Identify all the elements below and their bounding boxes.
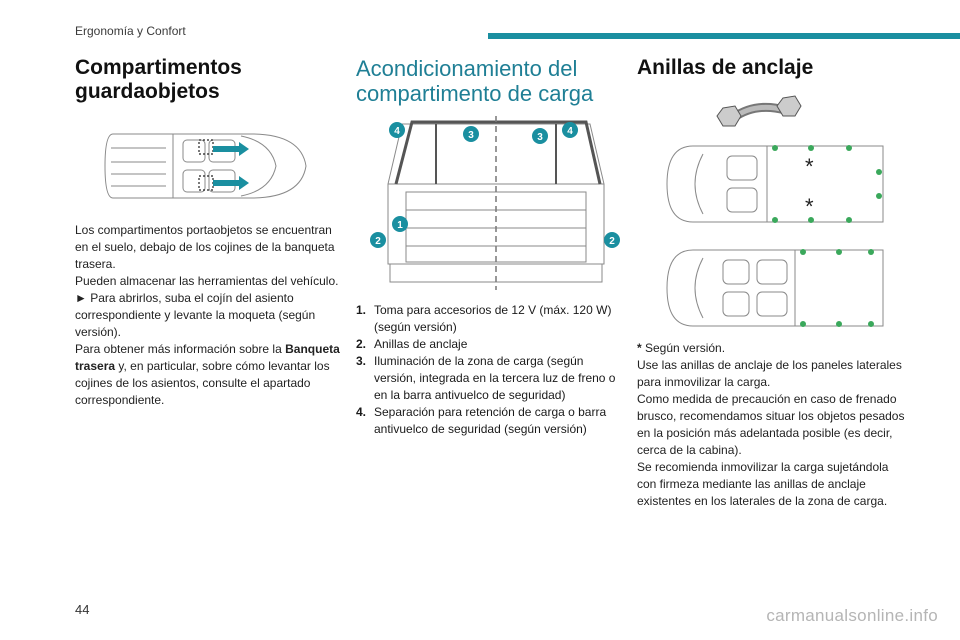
legend-list: 1.Toma para accesorios de 12 V (máx. 120… — [356, 302, 624, 438]
storage-paragraphs: Los compartimentos portaobjetos se encue… — [75, 222, 343, 409]
body-text: Los compartimentos portaobjetos se encue… — [75, 223, 335, 271]
info-text: Para obtener más información sobre la Ba… — [75, 342, 340, 407]
section-label: Ergonomía y Confort — [75, 24, 186, 38]
section-title: Anillas de anclaje — [637, 56, 814, 79]
header-accent-bar — [488, 33, 960, 39]
section-title: Compartimentos guardaobjetos — [75, 56, 242, 103]
storage-compartments-section: Compartimentos guardaobjetos Los com — [75, 56, 343, 409]
badge-4: 4 — [567, 126, 573, 137]
body-text: Pueden almacenar las herramientas del ve… — [75, 274, 339, 288]
truck-top-view-single-cab: * * — [663, 142, 887, 226]
section-title: Acondicionamiento del compartimento de c… — [356, 56, 594, 106]
badge-3: 3 — [537, 132, 543, 143]
anchor-ring-icon — [715, 92, 815, 136]
list-item: 1.Toma para accesorios de 12 V (máx. 120… — [356, 303, 612, 334]
asterisk-mark: * — [805, 154, 814, 179]
badge-4: 4 — [394, 126, 400, 137]
body-text: ► Para abrirlos, suba el cojín del asien… — [75, 291, 316, 339]
badge-1: 1 — [397, 220, 403, 231]
footnote: * Según versión. — [637, 341, 726, 355]
cargo-area-section: Acondicionamiento del compartimento de c… — [356, 56, 624, 438]
list-item: 3.Iluminación de la zona de carga (según… — [356, 354, 616, 402]
body-text: Use las anillas de anclaje de los panele… — [637, 358, 902, 389]
badge-3: 3 — [468, 130, 474, 141]
asterisk-mark: * — [805, 194, 814, 219]
anchor-rings-section: Anillas de anclaje * * — [637, 56, 905, 510]
badge-2: 2 — [375, 236, 381, 247]
list-item: 4.Separación para retención de carga o b… — [356, 405, 607, 436]
watermark: carmanualsonline.info — [766, 606, 938, 625]
storage-diagram — [101, 122, 311, 210]
body-text: Se recomienda inmovilizar la carga sujet… — [637, 460, 889, 508]
page-number: 44 — [75, 602, 90, 617]
list-item: 2.Anillas de anclaje — [356, 337, 468, 351]
cargo-area-diagram: 4 3 3 4 1 2 2 — [366, 114, 626, 292]
badge-2: 2 — [609, 236, 615, 247]
anchor-paragraphs: * Según versión. Use las anillas de ancl… — [637, 340, 905, 510]
body-text: Como medida de precaución en caso de fre… — [637, 392, 905, 457]
truck-top-view-double-cab — [663, 246, 887, 330]
